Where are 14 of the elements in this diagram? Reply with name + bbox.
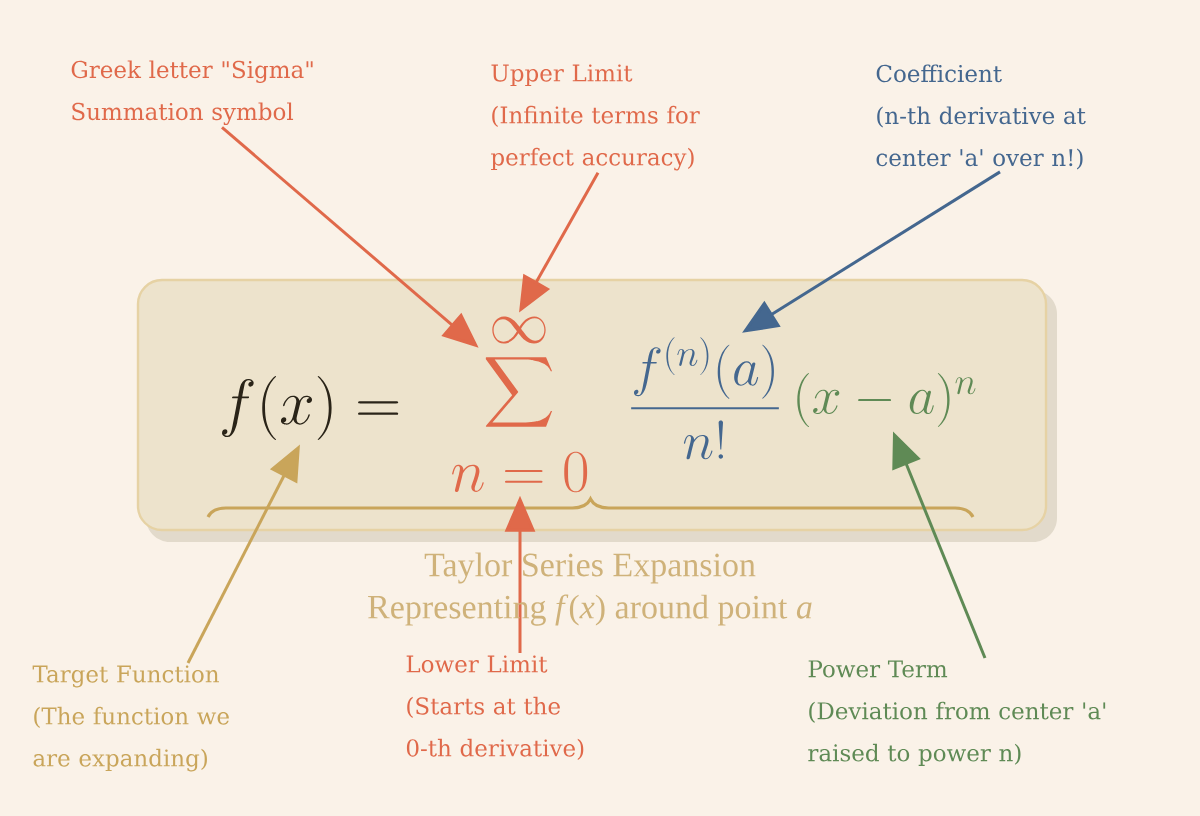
caption-text: Taylor Series Expansion — [424, 552, 756, 584]
annotation-text: Coefficient (n-th derivative at center 'a' over n!) — [876, 64, 1086, 170]
annotation-text: Target Function (The function we are expanding) — [32, 665, 229, 772]
formula-term: $(x - a)^{n}$ — [797, 373, 976, 428]
formula-term: $n = 0$ — [452, 451, 588, 493]
formula-term: $\frac{f^{(n)}(a)}{n!}$ — [631, 337, 779, 460]
formula-term: $\infty$ — [492, 316, 546, 344]
formula-term: $\sum$ — [485, 357, 553, 427]
annotation-text: Upper Limit (Infinite terms for perfect accuracy) — [491, 64, 700, 171]
formula-term: $f(x) =$ — [222, 376, 399, 440]
annotation-text: Lower Limit (Starts at the 0-th derivative) — [406, 655, 584, 760]
formula-box — [136, 278, 1057, 542]
annotation-text: Power Term (Deviation from center 'a' raised to power n) — [808, 660, 1106, 766]
annotation-text: Greek letter "Sigma" Summation symbol — [71, 60, 313, 125]
